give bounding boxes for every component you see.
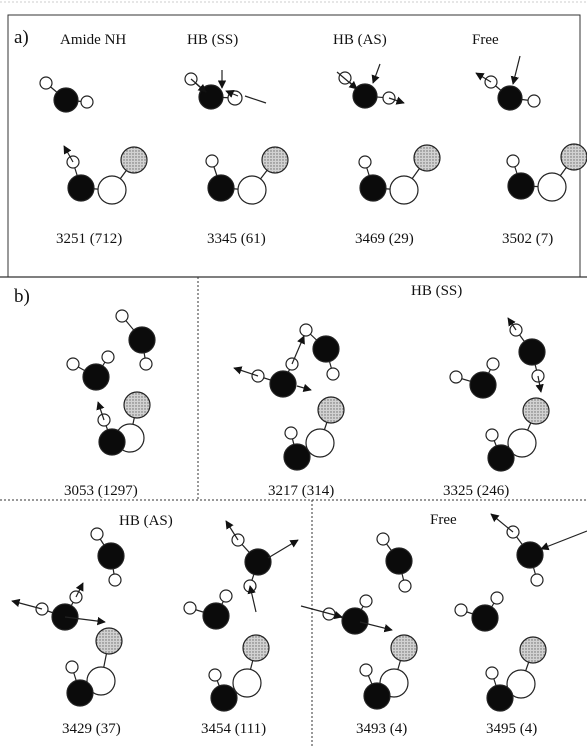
panel-b-structure-3217 xyxy=(233,323,345,471)
panel-b-header-free: Free xyxy=(430,512,457,528)
panel-b-structure-3495 xyxy=(454,513,587,712)
panel-b-structure-3493 xyxy=(300,532,418,710)
panel-a-structure-hb-as xyxy=(336,63,441,205)
panel-b-structure-3053 xyxy=(66,309,156,456)
panel-b-label: b) xyxy=(14,286,30,307)
panel-b-frequency: 3493 (4) xyxy=(356,721,408,737)
panel-b-frequency: 3429 (37) xyxy=(62,721,121,737)
panel-a-frequency: 3469 (29) xyxy=(355,231,414,247)
panel-b-structure-3325 xyxy=(449,317,550,472)
panel-b-frequency: 3217 (314) xyxy=(268,483,335,499)
panel-a-structure-amide-nh xyxy=(39,76,148,205)
panel-a-frequency: 3251 (712) xyxy=(56,231,123,247)
panel-b-header-hb-ss: HB (SS) xyxy=(411,283,463,299)
panel-a-frequency: 3502 (7) xyxy=(502,231,554,247)
panel-a-label: a) xyxy=(14,27,29,48)
panel-b-frequency: 3454 (111) xyxy=(201,721,267,737)
panel-b-header-hb-as: HB (AS) xyxy=(119,513,173,529)
panel-a-frequency: 3345 (61) xyxy=(207,231,266,247)
panel-a-header-free: Free xyxy=(472,32,499,48)
panel-a-structure-hb-ss xyxy=(184,70,289,205)
panel-b-structure-3429 xyxy=(11,527,125,707)
panel-b-structure-3454 xyxy=(183,520,299,712)
panel-b-frequency: 3495 (4) xyxy=(486,721,538,737)
panel-b-frequency: 3053 (1297) xyxy=(64,483,138,499)
panel-a-structure-free xyxy=(475,55,587,202)
panel-a-header-hb-as: HB (AS) xyxy=(333,32,387,48)
panel-a-header-amide-nh: Amide NH xyxy=(60,32,127,48)
panel-b-frequency: 3325 (246) xyxy=(443,483,510,499)
panel-a-header-hb-ss: HB (SS) xyxy=(187,32,239,48)
